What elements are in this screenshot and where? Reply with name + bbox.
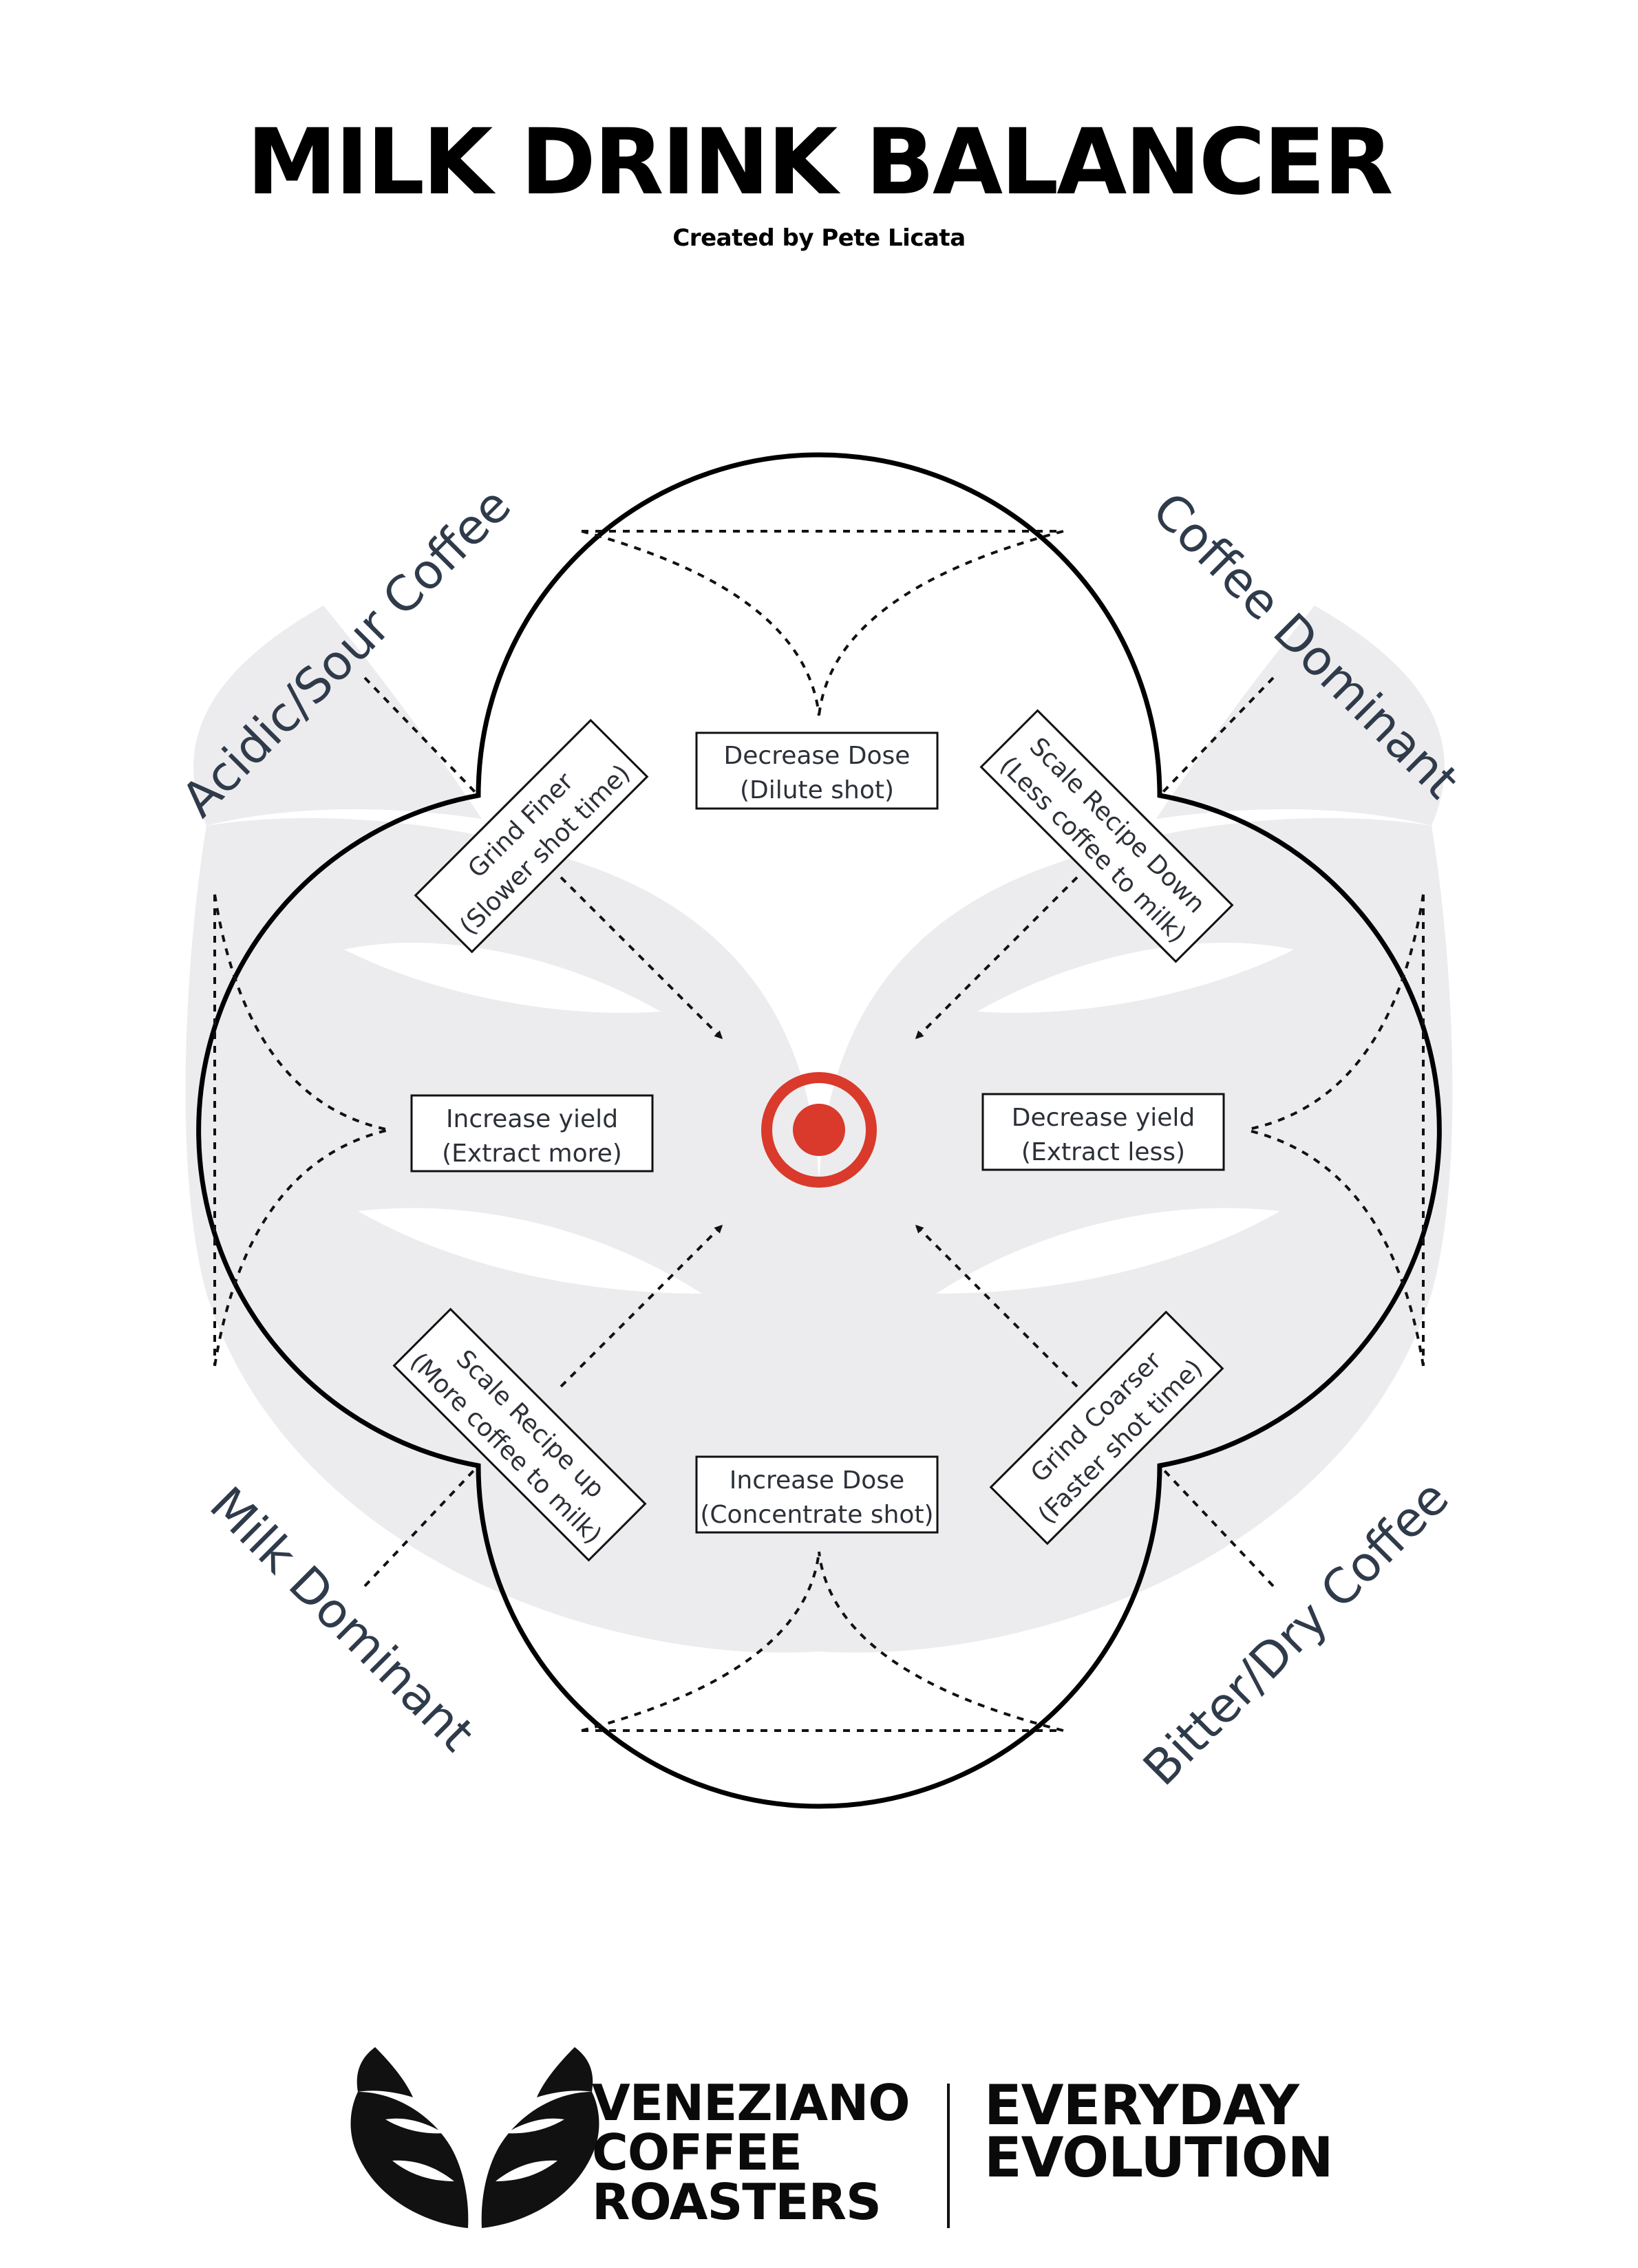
watermark-wing-highlights [344, 943, 1294, 1294]
adjust-bottom-line2: (Concentrate shot) [700, 1501, 933, 1529]
target-icon [761, 1072, 877, 1188]
header: MILK DRINK BALANCER Created by Pete Lica… [0, 117, 1638, 252]
adjust-left-box: Increase yield (Extract more) [410, 1094, 654, 1173]
adjust-left-line2: (Extract more) [442, 1140, 622, 1168]
adjust-right-box: Decrease yield (Extract less) [981, 1093, 1225, 1171]
adjust-bottom-line1: Increase Dose [730, 1466, 904, 1495]
dashed-guides [213, 530, 1425, 1732]
adjust-top-line1: Decrease Dose [724, 742, 911, 770]
adjust-top-line2: (Dilute shot) [740, 776, 894, 804]
adjust-bottom-box: Increase Dose (Concentrate shot) [695, 1455, 939, 1534]
footer-divider [947, 2084, 950, 2228]
adjust-right-line1: Decrease yield [1012, 1104, 1195, 1132]
page-title: MILK DRINK BALANCER [246, 109, 1393, 215]
brand-line: ROASTERS [592, 2173, 882, 2231]
adjust-left-line1: Increase yield [446, 1105, 618, 1133]
adjust-right-line2: (Extract less) [1021, 1138, 1185, 1166]
tagline-line: EVOLUTION [984, 2126, 1334, 2190]
brand-line: COFFEE [592, 2123, 802, 2181]
page-subtitle: Created by Pete Licata [672, 224, 966, 252]
adjust-top-box: Decrease Dose (Dilute shot) [695, 731, 939, 810]
brand-tagline: EVERYDAY EVOLUTION [984, 2073, 1334, 2190]
tagline-line: EVERYDAY [984, 2073, 1299, 2137]
brand-line: VENEZIANO [592, 2074, 911, 2132]
brand-name: VENEZIANO COFFEE ROASTERS [592, 2074, 911, 2231]
